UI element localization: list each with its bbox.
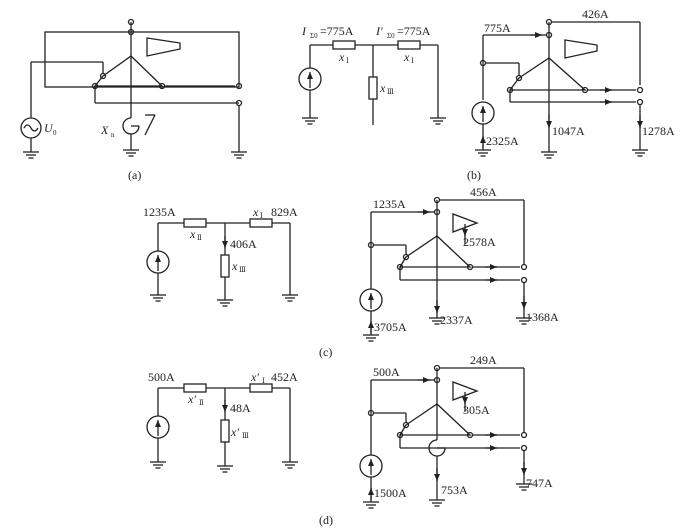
c-current-right: 829A bbox=[271, 205, 298, 219]
caption-a: (a) bbox=[128, 168, 141, 182]
current-mid: 1047A bbox=[552, 124, 585, 138]
c-tr-right: 1368A bbox=[526, 310, 559, 324]
d-current-right: 452A bbox=[271, 370, 298, 384]
x3-label: x bbox=[379, 81, 386, 95]
caption-b: (b) bbox=[467, 168, 481, 182]
source-label: U bbox=[44, 121, 54, 135]
d-x-left-sub: Ⅱ bbox=[199, 399, 204, 407]
x1-label: x bbox=[338, 50, 345, 64]
label-i-prime-sub: Σ0 bbox=[387, 32, 395, 40]
current-right: 1278A bbox=[642, 124, 675, 138]
c-tr-mid: 2337A bbox=[440, 313, 473, 327]
d-x-right: x′ bbox=[250, 370, 259, 384]
c-tr-in: 1235A bbox=[373, 197, 406, 211]
source-sub: 0 bbox=[53, 129, 57, 137]
panel-b-equivalent: I Σ0 =775A I′ Σ0 =775A x Ⅰ x Ⅰ x Ⅲ bbox=[298, 24, 447, 125]
panel-a: U 0 X n (a) bbox=[20, 18, 248, 182]
c-x-left-sub: Ⅱ bbox=[197, 234, 202, 242]
c-current-down: 406A bbox=[230, 237, 257, 251]
resistor-x1b bbox=[397, 40, 421, 50]
panel-c-equivalent: 1235A 829A 406A x Ⅱ x Ⅰ x Ⅲ bbox=[143, 205, 299, 307]
d-tr-top: 249A bbox=[470, 353, 497, 367]
label-i-prime-value: =775A bbox=[397, 24, 431, 38]
label-i-prime: I′ bbox=[375, 24, 383, 38]
c-x-right: x bbox=[252, 205, 259, 219]
x1-sub: Ⅰ bbox=[346, 57, 349, 65]
d-current-left: 500A bbox=[148, 370, 175, 384]
caption-d: (d) bbox=[319, 513, 333, 527]
panel-d-transformer: 500A 249A 305A 1500A 753A 747A (d) bbox=[319, 353, 553, 527]
c-tr-top: 456A bbox=[470, 185, 497, 199]
panel-c-transformer: 1235A 456A 2578A 3705A 2337A 1368A (c) bbox=[319, 185, 559, 359]
d-x-left: x′ bbox=[187, 392, 196, 406]
label-i: I bbox=[301, 24, 307, 38]
d-current-down: 48A bbox=[230, 401, 251, 415]
d-tr-src: 1500A bbox=[374, 486, 407, 500]
current-in: 775A bbox=[484, 21, 511, 35]
d-x-down: x′ bbox=[230, 425, 239, 439]
x2-sub: Ⅰ bbox=[411, 57, 414, 65]
c-tr-src: 3705A bbox=[374, 320, 407, 334]
winding-triangle bbox=[93, 55, 164, 87]
resistor-x1 bbox=[332, 40, 356, 50]
c-x-down-sub: Ⅲ bbox=[239, 266, 246, 274]
panel-d-equivalent: 500A 452A 48A x′ Ⅱ x′ Ⅰ x′ Ⅲ bbox=[146, 370, 299, 473]
d-x-right-sub: Ⅰ bbox=[262, 377, 265, 385]
d-tr-mid: 753A bbox=[441, 483, 468, 497]
reactance-label: X bbox=[100, 123, 109, 137]
d-tr-tri: 305A bbox=[463, 403, 490, 417]
x3-sub: Ⅲ bbox=[387, 88, 394, 96]
reactance-sub: n bbox=[111, 131, 115, 139]
x2-label: x bbox=[403, 50, 410, 64]
caption-c: (c) bbox=[319, 345, 332, 359]
outer-loop bbox=[44, 31, 240, 88]
d-tr-in: 500A bbox=[373, 365, 400, 379]
resistor-x3 bbox=[368, 76, 378, 100]
c-x-right-sub: Ⅰ bbox=[260, 212, 263, 220]
label-i-value: =775A bbox=[320, 24, 354, 38]
transformer-symbol bbox=[146, 37, 181, 57]
c-current-left: 1235A bbox=[143, 205, 176, 219]
label-i-sub: Σ0 bbox=[310, 32, 318, 40]
d-x-down-sub: Ⅲ bbox=[242, 432, 249, 440]
c-tr-tri: 2578A bbox=[463, 235, 496, 249]
reactor-icon bbox=[122, 117, 140, 135]
c-x-left: x bbox=[189, 227, 196, 241]
panel-b-transformer: 775A 426A 2325A 1047A 1278A (b) bbox=[467, 7, 675, 182]
d-tr-right: 747A bbox=[526, 476, 553, 490]
current-src: 2325A bbox=[486, 134, 519, 148]
current-top: 426A bbox=[582, 7, 609, 21]
c-x-down: x bbox=[231, 259, 238, 273]
